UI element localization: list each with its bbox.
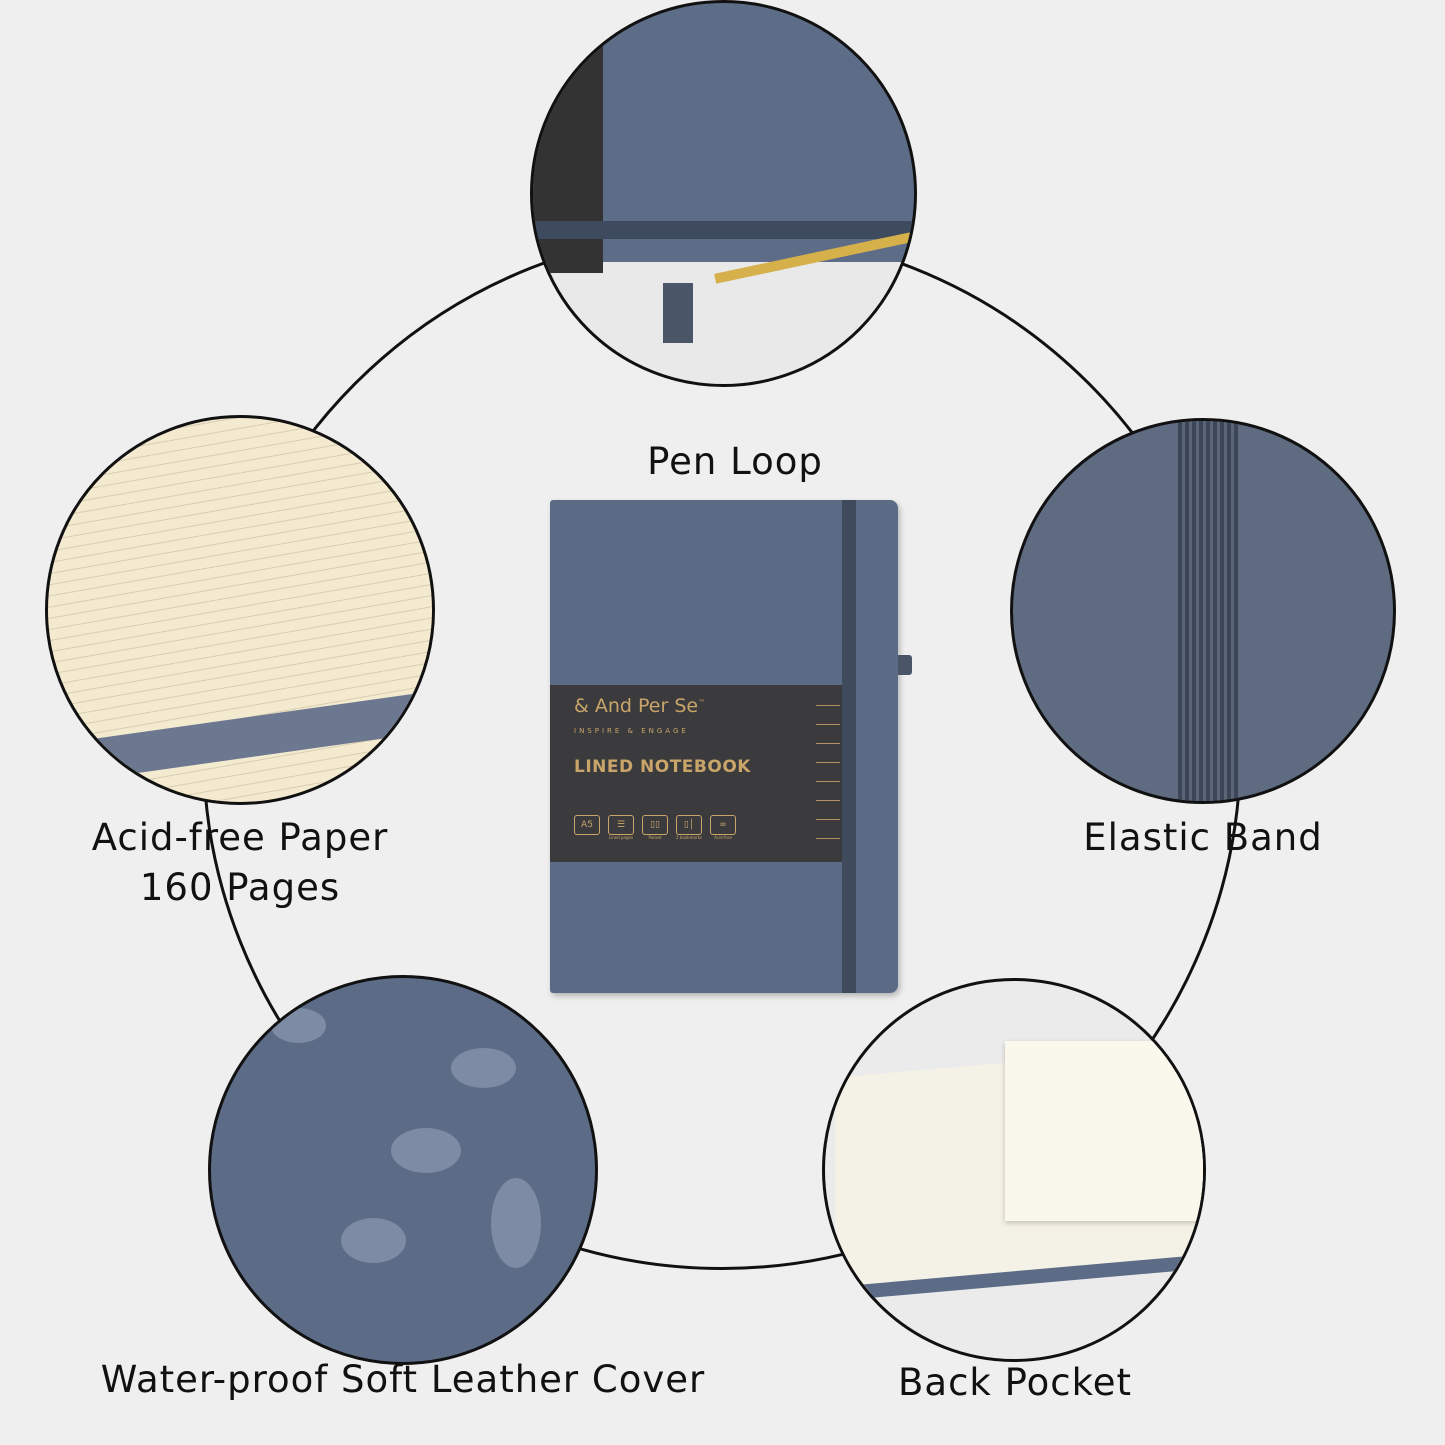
feature-icons: A5 ☰Lined pages ▯▯Pocket ▯│2 bookmarks ∞… (574, 815, 736, 840)
pocket-flap (1005, 1041, 1203, 1221)
tagline: INSPIRE & ENGAGE (574, 727, 689, 735)
water-drop (451, 1048, 516, 1088)
back-pocket-photo (822, 978, 1206, 1362)
elastic-texture (1178, 421, 1238, 801)
water-drop (391, 1128, 461, 1173)
pages-label: 160 Pages (139, 866, 341, 909)
elastic-strap (533, 221, 914, 239)
trademark: ™ (698, 698, 706, 707)
pocket-icon: ▯▯Pocket (642, 815, 668, 840)
water-proof-label: Water-proof Soft Leather Cover (100, 1358, 706, 1401)
back-pocket-label: Back Pocket (898, 1361, 1132, 1404)
acid-free-paper-photo (45, 415, 435, 805)
gold-pen (714, 232, 912, 284)
brand-name: And Per Se (594, 695, 699, 717)
water-drop (491, 1178, 541, 1268)
lined-pages-icon: ☰Lined pages (608, 815, 634, 840)
bookmarks-icon: ▯│2 bookmarks (676, 815, 702, 840)
water-proof-photo (208, 975, 598, 1365)
water-drop (341, 1218, 406, 1263)
brand-logo: & And Per Se™ (574, 695, 706, 717)
pen-loop-tab (663, 283, 693, 343)
notebook-title: LINED NOTEBOOK (574, 757, 751, 777)
pen-loop (898, 655, 912, 675)
elastic-band-photo (1010, 418, 1396, 804)
pen-loop-label: Pen Loop (647, 440, 823, 483)
acid-free-label: Acid-free Paper (91, 816, 389, 859)
pen-loop-photo (530, 0, 917, 387)
notebook-band: & And Per Se™ INSPIRE & ENGAGE LINED NOT… (550, 685, 842, 862)
notebook-product: & And Per Se™ INSPIRE & ENGAGE LINED NOT… (550, 500, 912, 993)
a5-icon: A5 (574, 815, 600, 840)
infinity-icon: ∞Acid-free (710, 815, 736, 840)
water-drop (271, 1008, 326, 1043)
elastic-band-label: Elastic Band (1083, 816, 1323, 859)
elastic-closure (842, 500, 856, 993)
lines-graphic (816, 705, 840, 857)
